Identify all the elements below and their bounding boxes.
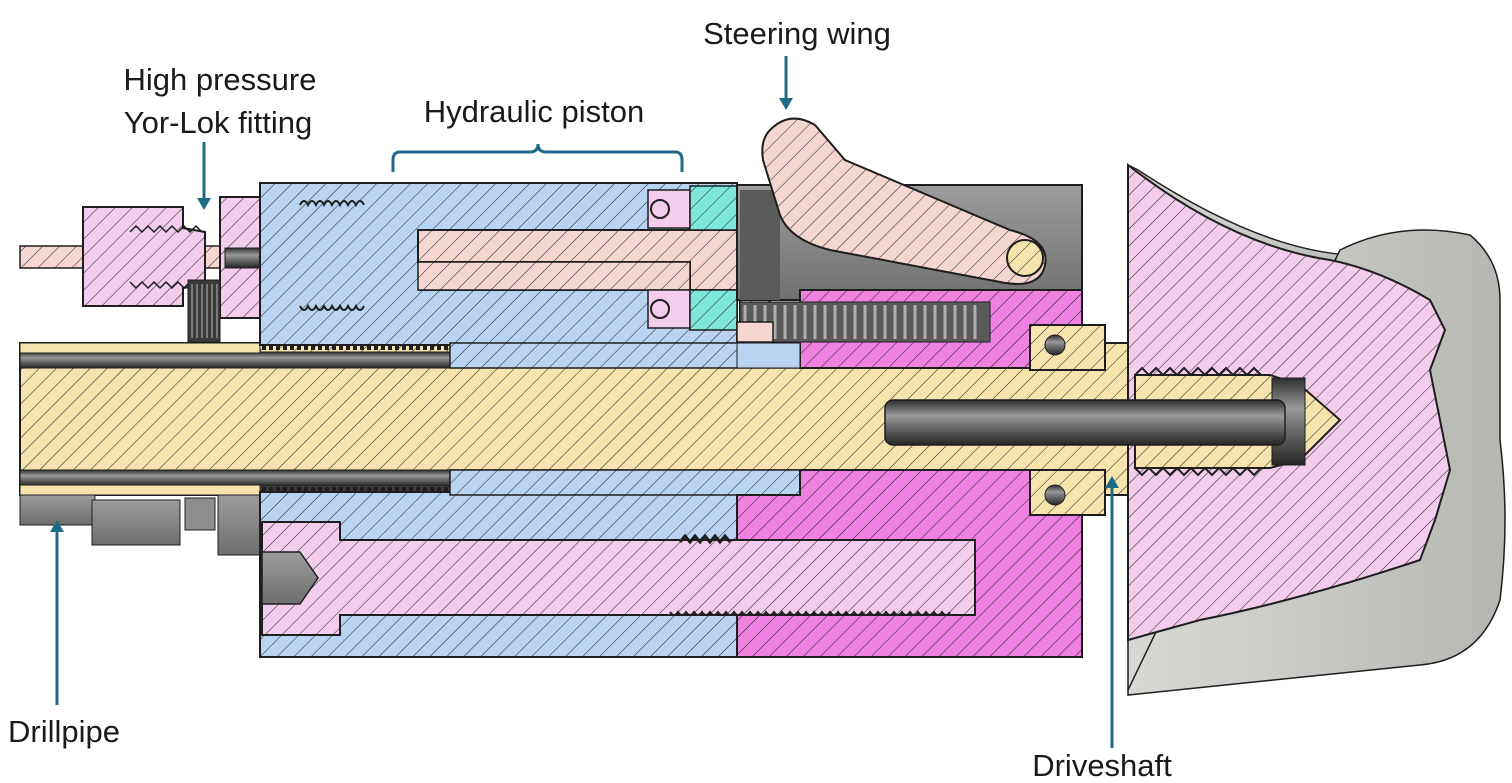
drillpipe-tail xyxy=(19,494,263,556)
label-driveshaft: Driveshaft xyxy=(1032,748,1172,783)
label-steering-wing: Steering wing xyxy=(703,16,891,51)
clamp-bolt xyxy=(261,521,976,636)
hydraulic-cylinder-housing xyxy=(259,182,801,369)
annotation-arrows xyxy=(50,56,1119,748)
hydraulic-piston xyxy=(417,185,771,331)
label-fitting-line1: High pressure xyxy=(124,62,317,97)
steering-wing-part xyxy=(761,117,1047,285)
shaft-bore xyxy=(884,399,1286,446)
label-fitting-line2: Yor-Lok fitting xyxy=(124,105,312,140)
upper-magenta-collar xyxy=(736,289,1083,369)
label-hydraulic-piston: Hydraulic piston xyxy=(424,94,645,129)
bearings xyxy=(1029,324,1106,516)
label-drillpipe: Drillpipe xyxy=(8,714,120,749)
